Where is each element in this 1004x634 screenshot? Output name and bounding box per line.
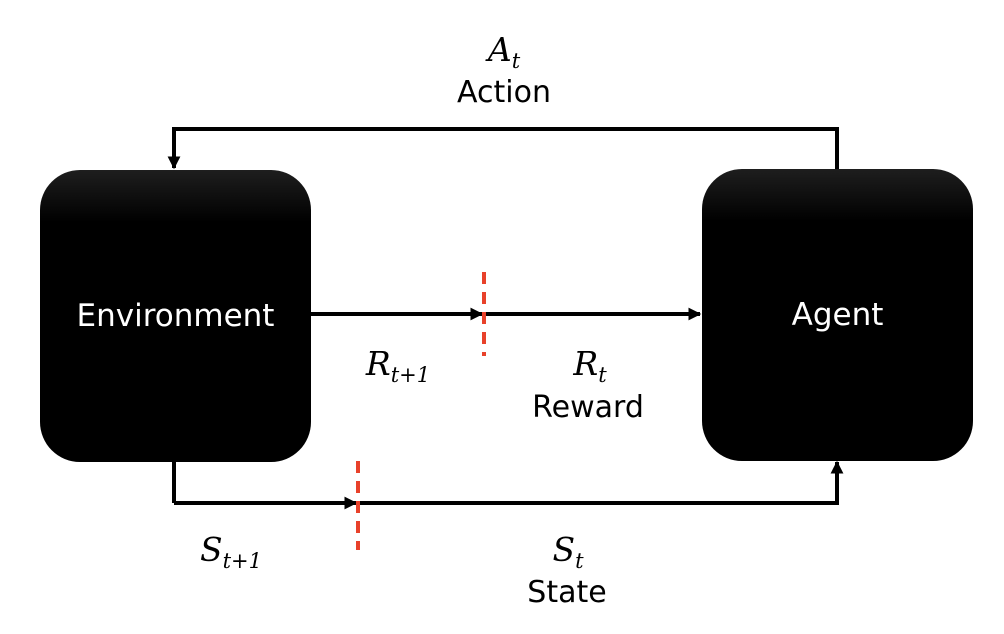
agent-box: Agent: [702, 169, 973, 461]
reward-label: Reward: [532, 390, 644, 425]
state-arrow-second-segment: [358, 460, 844, 505]
environment-box: Environment: [40, 170, 311, 462]
next-state-symbol: St+1: [199, 530, 263, 573]
reward-symbol: Rt: [573, 344, 607, 387]
state-label: State: [527, 575, 607, 610]
action-symbol: At: [487, 30, 521, 73]
state-symbol: St: [552, 530, 584, 573]
next-reward-symbol: Rt+1: [365, 344, 431, 387]
action-arrow: [167, 127, 839, 170]
environment-label: Environment: [76, 298, 275, 334]
agent-label: Agent: [791, 297, 884, 333]
action-label: Action: [457, 75, 551, 110]
